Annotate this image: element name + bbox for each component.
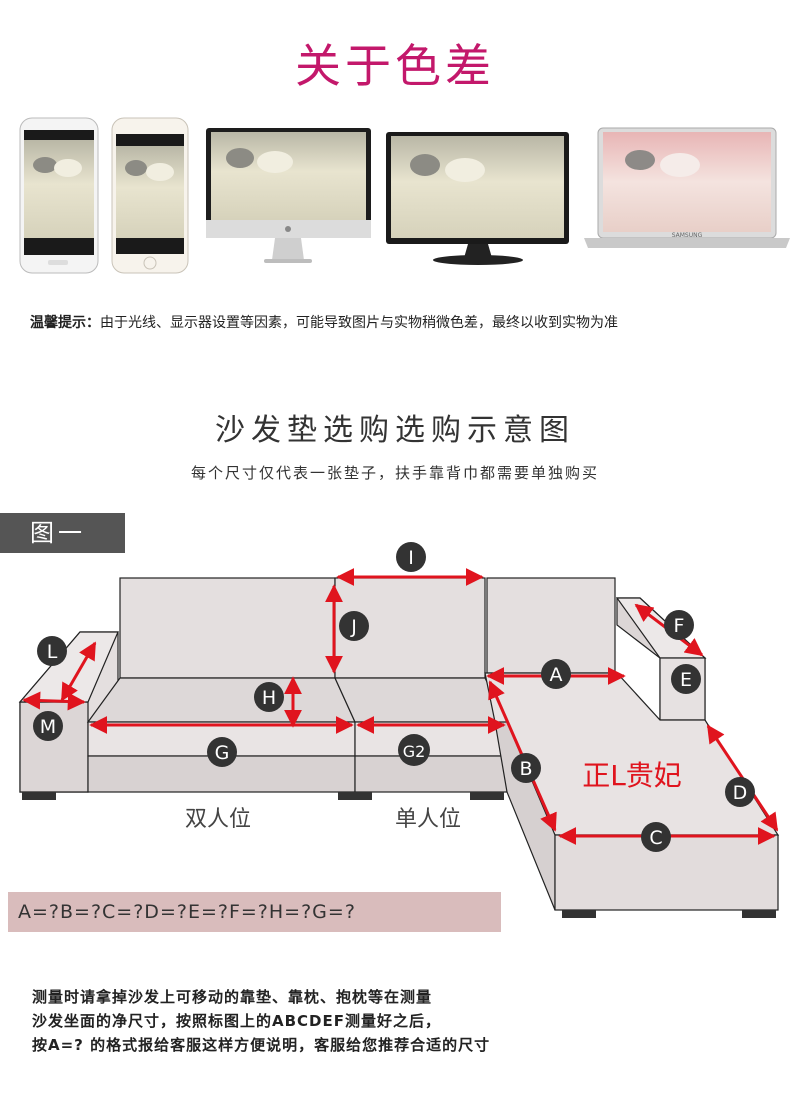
badge-l: L [37, 636, 67, 666]
svg-text:E: E [680, 669, 692, 691]
badge-m: M [33, 711, 63, 741]
badge-f: F [664, 610, 694, 640]
devices-illustration: SAMSUNG [19, 117, 790, 274]
caption-single: 单人位 [395, 807, 461, 832]
guide-subheading: 每个尺寸仅代表一张垫子，扶手靠背巾都需要单独购买 [190, 464, 599, 482]
back-cushion-right [486, 577, 616, 674]
svg-text:A: A [550, 664, 563, 686]
sofa-feet [22, 792, 776, 918]
badge-j: J [339, 611, 369, 641]
monitor-samsung [386, 132, 569, 265]
monitor-imac [206, 128, 371, 263]
svg-text:D: D [733, 782, 748, 804]
figure-tab: 图一 [0, 513, 125, 553]
sofa-diagram: I J L M F E A H G G2 B C D 双人位 单人位 正L贵妃 [18, 542, 780, 918]
badge-g: G [207, 737, 237, 767]
back-cushion-left [119, 577, 336, 679]
phone-android [19, 117, 99, 274]
tip-text: 由于光线、显示器设置等因素，可能导致图片与实物稍微色差，最终以收到实物为准 [100, 315, 618, 331]
guide-heading: 沙发垫选购选购示意图 [215, 413, 575, 448]
arrow-l [60, 641, 97, 702]
svg-text:C: C [649, 827, 662, 849]
arrow-m [22, 691, 86, 711]
svg-text:G2: G2 [403, 742, 426, 761]
phone-iphone [111, 117, 189, 274]
tip-label: 温馨提示： [30, 315, 100, 331]
badge-i: I [396, 542, 426, 572]
badge-d: D [725, 777, 755, 807]
measure-notes: 测量时请拿掉沙发上可移动的靠垫、靠枕、抱枕等在测量 沙发坐面的净尺寸，按照标图上… [32, 985, 752, 1057]
badge-h: H [254, 682, 284, 712]
laptop-brand-text: SAMSUNG [672, 232, 703, 239]
svg-text:H: H [262, 687, 276, 709]
caption-chaise: 正L贵妃 [582, 759, 682, 792]
badge-c: C [641, 822, 671, 852]
caption-double: 双人位 [185, 807, 251, 832]
note-line: 沙发坐面的净尺寸，按照标图上的ABCDEF测量好之后， [32, 1012, 441, 1030]
svg-text:G: G [215, 742, 230, 764]
page-title: 关于色差 [295, 39, 495, 93]
note-line: 按A=? 的格式报给客服这样方便说明，客服给您推荐合适的尺寸 [32, 1036, 491, 1054]
svg-text:M: M [40, 716, 56, 738]
svg-text:B: B [519, 758, 532, 780]
badge-e: E [671, 664, 701, 694]
laptop: SAMSUNG [584, 127, 790, 248]
badge-g2: G2 [398, 734, 430, 766]
formula-box: A=?B=?C=?D=?E=?F=?H=?G=? [8, 892, 501, 932]
badge-a: A [541, 659, 571, 689]
badge-b: B [511, 753, 541, 783]
tip-line: 温馨提示：由于光线、显示器设置等因素，可能导致图片与实物稍微色差，最终以收到实物… [30, 312, 780, 332]
seat-single-top [334, 677, 508, 723]
svg-text:J: J [350, 616, 357, 638]
note-line: 测量时请拿掉沙发上可移动的靠垫、靠枕、抱枕等在测量 [32, 988, 433, 1006]
svg-text:L: L [47, 641, 58, 663]
badges: I J L M F E A H G G2 B C D [33, 542, 755, 852]
seat-double-top [86, 677, 356, 723]
svg-text:F: F [674, 615, 685, 637]
svg-text:I: I [408, 547, 414, 569]
